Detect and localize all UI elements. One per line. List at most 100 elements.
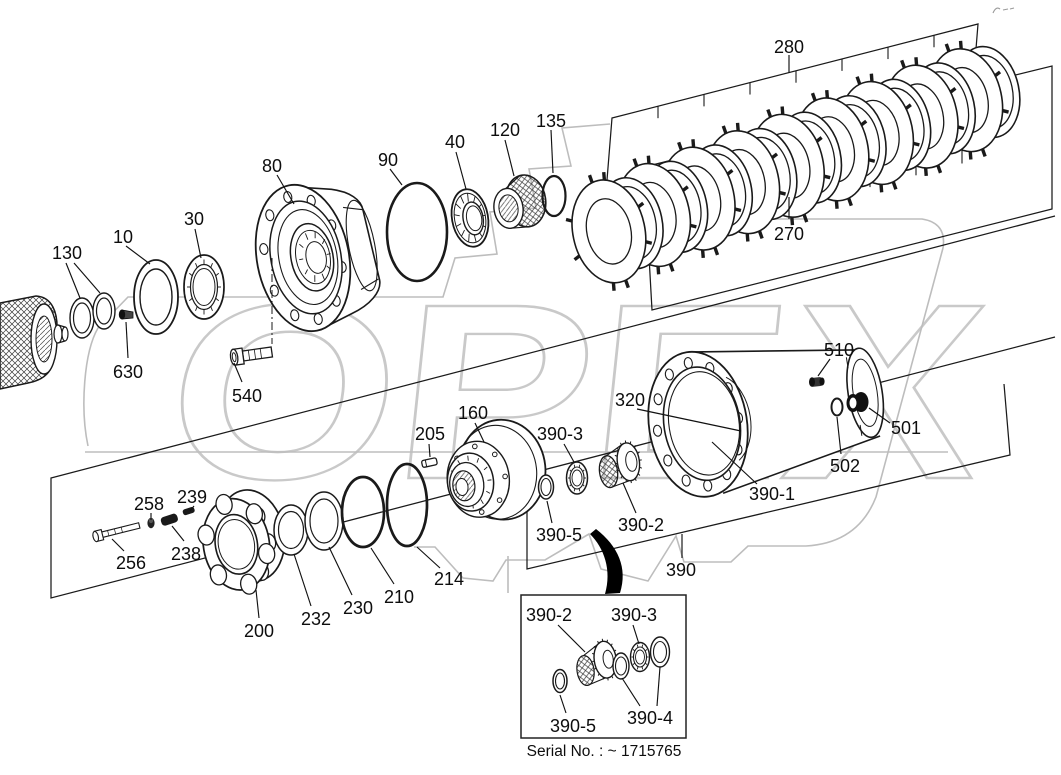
leader-line-30	[194, 228, 202, 259]
input-shaft-stub	[0, 295, 69, 390]
part-256-bolt	[92, 522, 141, 543]
part-80-hub	[254, 183, 381, 333]
part-label-210: 210	[384, 587, 414, 607]
part-label-232: 232	[301, 609, 331, 629]
part-label-258: 258	[134, 494, 164, 514]
part-label-30: 30	[184, 209, 204, 229]
part-40-bearing	[450, 188, 490, 248]
leader-line-390-5b	[559, 694, 567, 714]
part-label-120: 120	[490, 120, 520, 140]
part-label-160: 160	[458, 403, 488, 423]
part-390-5-detail	[552, 668, 568, 694]
leader-line-40	[455, 151, 467, 190]
part-390-2-detail	[576, 638, 619, 687]
leader-line-390-3	[563, 443, 575, 463]
detail-box	[520, 594, 687, 739]
part-label-256: 256	[116, 553, 146, 573]
detail-arrow	[590, 529, 623, 594]
part-label-10: 10	[113, 227, 133, 247]
part-label-80: 80	[262, 156, 282, 176]
part-390-5-ring	[537, 474, 555, 500]
part-label-390-5b: 390-5	[550, 716, 596, 736]
part-120-bushing	[493, 174, 547, 229]
part-label-40: 40	[445, 132, 465, 152]
part-label-390-3: 390-3	[537, 424, 583, 444]
part-label-239: 239	[177, 487, 207, 507]
leader-line-130	[73, 262, 101, 294]
part-238-plug	[160, 513, 178, 526]
part-label-200: 200	[244, 621, 274, 641]
part-label-230: 230	[343, 598, 373, 618]
part-label-390-2b: 390-2	[526, 605, 572, 625]
leader-line-501	[868, 407, 891, 424]
part-90-oring	[385, 181, 449, 283]
part-label-320: 320	[615, 390, 645, 410]
part-label-630: 630	[113, 362, 143, 382]
part-130-orings	[69, 292, 116, 339]
leader-line-540	[233, 362, 243, 383]
leader-line-90	[389, 168, 403, 186]
leader-line-390-2b	[557, 624, 586, 653]
part-502-ring	[830, 397, 844, 417]
part-258-plug	[147, 517, 155, 529]
main-group-box	[50, 215, 1056, 599]
leader-line-320	[636, 408, 742, 432]
part-390-1-drum	[647, 347, 885, 498]
part-label-90: 90	[378, 150, 398, 170]
part-label-390-1: 390-1	[749, 484, 795, 504]
leader-line-390-1	[711, 441, 758, 485]
part-label-238: 238	[171, 544, 201, 564]
part-label-540: 540	[232, 386, 262, 406]
leader-line-214	[416, 546, 441, 569]
part-390-4-detail-b	[649, 636, 671, 668]
part-230-ring	[304, 491, 344, 551]
part-label-390-5: 390-5	[536, 525, 582, 545]
part-214-oring	[385, 462, 429, 548]
part-label-135: 135	[536, 111, 566, 131]
leader-line-160	[474, 422, 485, 443]
part-10-ring	[133, 259, 179, 335]
part-390-2-coupling	[598, 440, 643, 489]
part-label-390-2: 390-2	[618, 515, 664, 535]
leader-line-230	[328, 546, 353, 596]
leader-line-120	[504, 139, 515, 177]
leader-line-390-2	[622, 482, 637, 514]
part-205-pin	[421, 457, 438, 468]
leader-line-510	[817, 358, 831, 377]
serial-number-note: Serial No. : ~ 1715765	[527, 743, 682, 760]
clutch-disc-stack	[565, 40, 1021, 291]
part-390-3-detail	[629, 641, 651, 673]
part-label-502: 502	[830, 456, 860, 476]
leader-line-502	[836, 416, 842, 455]
part-label-510: 510	[824, 340, 854, 360]
part-30-seal	[183, 254, 225, 320]
leader-line-239	[189, 505, 195, 512]
part-200-cover	[197, 489, 286, 595]
leader-line-390-3b	[632, 624, 640, 645]
friction-disc	[565, 171, 653, 291]
part-label-390: 390	[666, 560, 696, 580]
part-135-oring	[541, 174, 567, 218]
group-390-box	[526, 383, 1011, 570]
part-160-drum	[446, 418, 547, 521]
part-390-3-seal	[565, 461, 589, 495]
leader-line-390-4b	[656, 666, 661, 707]
part-label-205: 205	[415, 424, 445, 444]
leader-line-205	[428, 443, 431, 458]
leader-line-390-5	[546, 500, 553, 524]
leader-line-80	[276, 174, 295, 205]
part-label-130: 130	[52, 243, 82, 263]
part-390-4-detail-a	[612, 652, 630, 680]
cover-lobes	[197, 493, 276, 595]
leader-line-232	[293, 553, 312, 607]
leader-line-630	[125, 321, 129, 359]
leader-line-256	[111, 538, 125, 552]
part-label-270: 270	[774, 224, 804, 244]
part-540-bolt	[229, 258, 274, 366]
leader-line-10	[125, 245, 151, 265]
part-label-501: 501	[891, 418, 921, 438]
leader-line-130	[65, 262, 81, 299]
leader-line-135	[550, 129, 554, 174]
